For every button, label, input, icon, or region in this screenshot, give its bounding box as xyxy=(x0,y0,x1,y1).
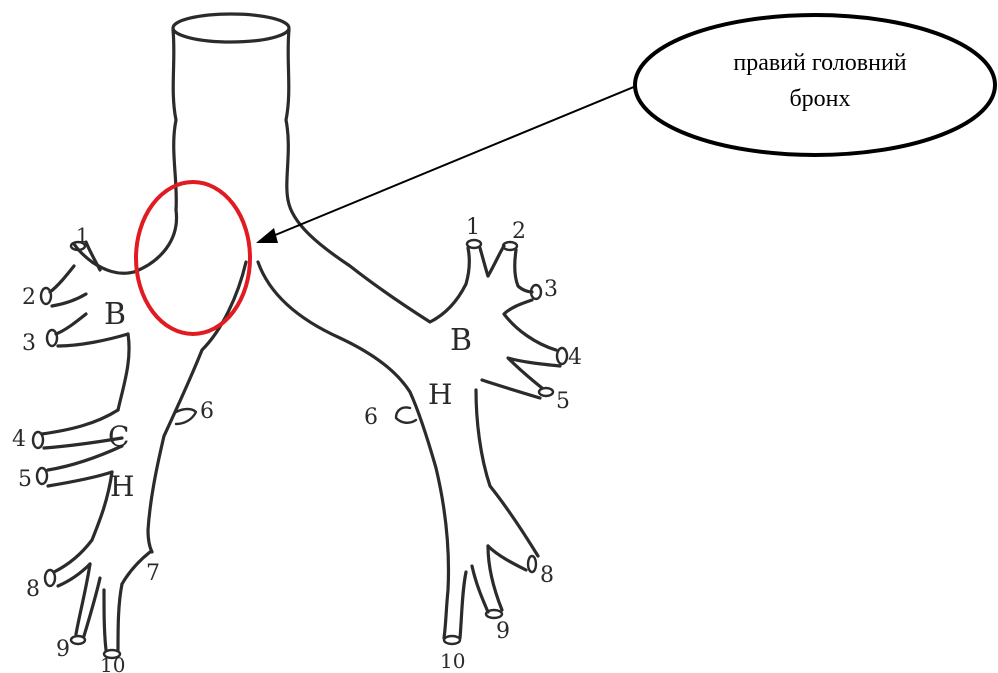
right-segment-4: 4 xyxy=(12,427,26,452)
left-segment-numbers: 1 2 3 4 5 6 8 9 10 xyxy=(364,215,582,673)
right-segment-6: 6 xyxy=(200,399,214,424)
right-middle-lobe-letter: С xyxy=(108,420,129,453)
left-segment-9: 9 xyxy=(496,619,510,644)
lobe-letters: В С Н В Н xyxy=(104,297,472,503)
right-segment-3: 3 xyxy=(22,331,36,356)
right-segment-1: 1 xyxy=(76,223,89,247)
right-segment-10: 10 xyxy=(100,653,125,673)
right-segment-9: 9 xyxy=(56,637,70,662)
callout-label-line1: правий головний xyxy=(733,50,906,76)
left-segment-2: 2 xyxy=(512,219,526,244)
left-segment-8: 8 xyxy=(540,563,554,588)
left-segment-6: 6 xyxy=(364,405,378,430)
highlight-ellipse xyxy=(136,182,250,334)
left-upper-lobe-letter: В xyxy=(450,323,472,358)
left-bronchial-tree xyxy=(258,200,567,644)
right-segment-7: 7 xyxy=(146,561,160,586)
pointer-arrow xyxy=(256,86,636,243)
right-upper-lobe-letter: В xyxy=(104,297,126,332)
right-segment-5: 5 xyxy=(18,467,32,492)
right-segment-8: 8 xyxy=(26,577,40,602)
left-segment-10: 10 xyxy=(440,649,465,673)
callout-ellipse xyxy=(635,15,995,155)
left-segment-5: 5 xyxy=(556,389,570,414)
left-segment-4: 4 xyxy=(568,345,582,370)
right-segment-2: 2 xyxy=(22,285,36,310)
left-segment-3: 3 xyxy=(544,277,558,302)
left-segment-1: 1 xyxy=(466,215,480,240)
callout: правий головний бронх xyxy=(635,15,995,155)
right-lower-lobe-letter: Н xyxy=(110,470,134,503)
left-lower-lobe-letter: Н xyxy=(428,378,452,411)
callout-label-line2: бронх xyxy=(789,86,850,112)
